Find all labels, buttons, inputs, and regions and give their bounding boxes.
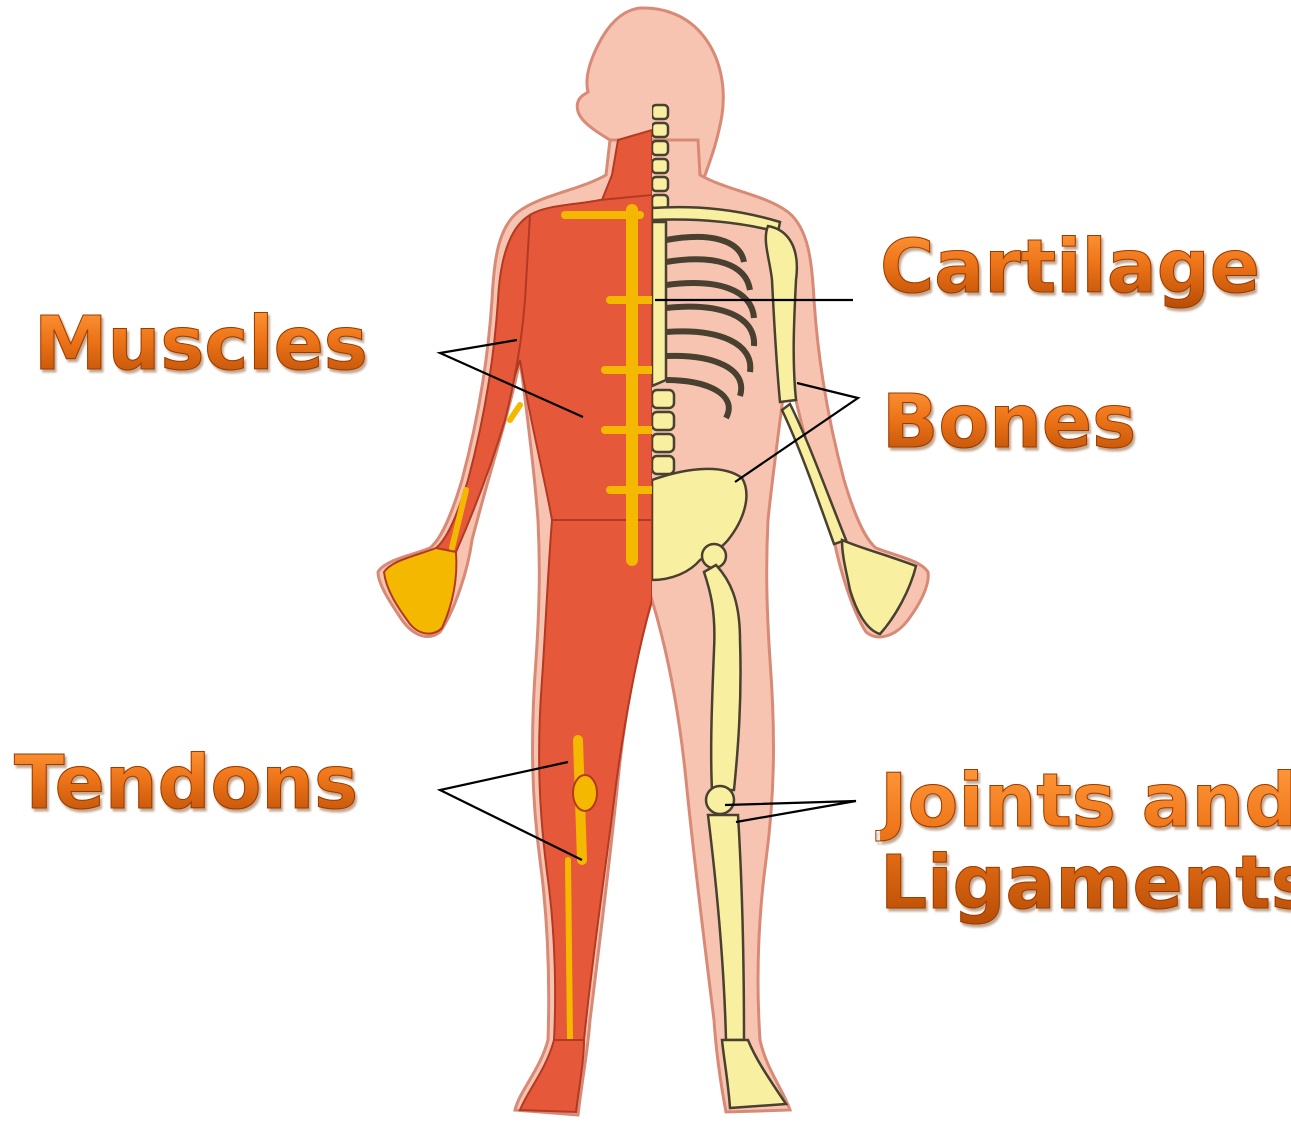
label-tendons: Tendons xyxy=(14,742,358,824)
sternum xyxy=(652,222,666,386)
label-joints-line2: Ligaments xyxy=(880,842,1291,924)
hip-joint xyxy=(702,544,726,568)
label-bones: Bones xyxy=(882,381,1136,463)
kneecap-muscle xyxy=(573,775,597,811)
label-muscles: Muscles xyxy=(34,303,368,385)
muscle-foot xyxy=(520,1040,584,1112)
kneecap xyxy=(706,786,734,814)
label-joints-and-ligaments: Joints and Ligaments xyxy=(880,760,1291,924)
label-cartilage: Cartilage xyxy=(880,226,1260,308)
muscle-half xyxy=(384,130,652,1112)
label-joints-line1: Joints and xyxy=(880,760,1291,842)
